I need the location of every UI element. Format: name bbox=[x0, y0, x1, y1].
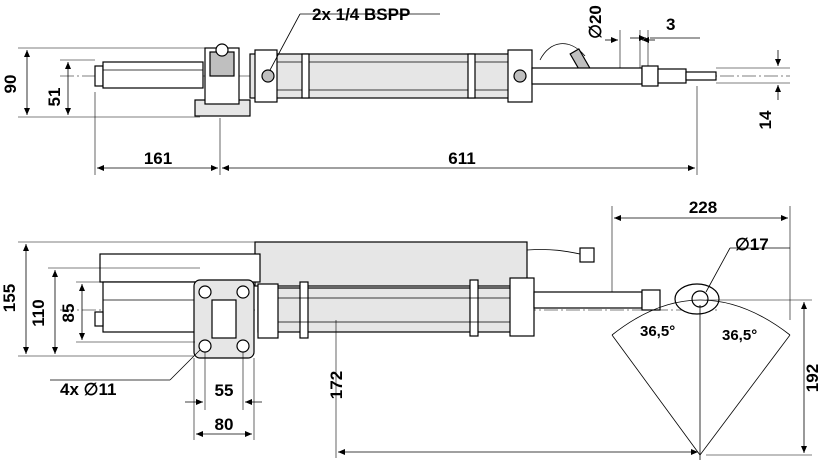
rod-nut bbox=[641, 65, 659, 87]
left-tube-lower bbox=[102, 281, 199, 333]
right-piston-rod bbox=[531, 67, 643, 85]
port-label: 2x 1/4 BSPP bbox=[312, 5, 410, 24]
dim-diameter-17-label: ∅17 bbox=[735, 235, 769, 254]
rod-tip bbox=[685, 71, 717, 81]
swing-line-left bbox=[611, 334, 701, 456]
dim-110-label: 110 bbox=[29, 299, 48, 326]
side-hose bbox=[526, 249, 586, 256]
side-left-cap bbox=[257, 283, 279, 339]
angle-left-label: 36,5° bbox=[640, 323, 675, 340]
mount-hole-2 bbox=[236, 285, 250, 299]
cylinder-body-side bbox=[257, 287, 531, 333]
rod-eye-top bbox=[657, 68, 687, 84]
side-view: 228 ∅17 bbox=[0, 198, 822, 460]
reservoir-body bbox=[254, 241, 528, 287]
dim-161-label: 161 bbox=[144, 149, 172, 168]
side-rod-nut bbox=[641, 289, 661, 311]
dim-155-label: 155 bbox=[0, 284, 19, 312]
mount-center-block bbox=[211, 299, 237, 339]
top-view: 90 51 2x 1/4 BSPP bbox=[1, 5, 790, 175]
dim-55-label: 55 bbox=[215, 381, 234, 400]
side-piston-rod bbox=[533, 291, 643, 309]
side-right-cap bbox=[509, 277, 535, 337]
dim-diameter-20-label: ∅20 bbox=[586, 5, 605, 39]
dim-228-label: 228 bbox=[689, 198, 717, 217]
mount-hole-3 bbox=[198, 339, 212, 353]
port-leader bbox=[269, 13, 301, 71]
dim-3-label: 3 bbox=[666, 15, 675, 34]
dim-90-label: 90 bbox=[1, 75, 20, 94]
dim-611-label: 611 bbox=[448, 149, 475, 168]
cylinder-body-top bbox=[249, 53, 531, 99]
port-left-icon bbox=[261, 69, 275, 83]
dim-80-label: 80 bbox=[215, 415, 234, 434]
swing-arc bbox=[611, 299, 791, 336]
left-piston-rod bbox=[102, 61, 204, 89]
dim-172-label: 172 bbox=[327, 371, 346, 399]
dim-14-label: 14 bbox=[756, 110, 775, 129]
rod-eye-hole bbox=[691, 290, 709, 308]
side-hose-fitting bbox=[579, 247, 595, 263]
dim-85-label: 85 bbox=[59, 304, 78, 323]
swing-line-right bbox=[699, 334, 791, 456]
dim-holes-label: 4x ∅11 bbox=[60, 380, 116, 399]
left-end-nut bbox=[94, 311, 104, 327]
mount-clamp bbox=[209, 51, 235, 77]
mount-hole-1 bbox=[198, 285, 212, 299]
port-right-icon bbox=[513, 69, 527, 83]
left-rod-end bbox=[94, 65, 104, 87]
mount-hole-4 bbox=[236, 339, 250, 353]
dim-192-label: 192 bbox=[803, 364, 822, 392]
angle-right-label: 36,5° bbox=[722, 327, 757, 344]
dim-51-label: 51 bbox=[45, 88, 64, 107]
